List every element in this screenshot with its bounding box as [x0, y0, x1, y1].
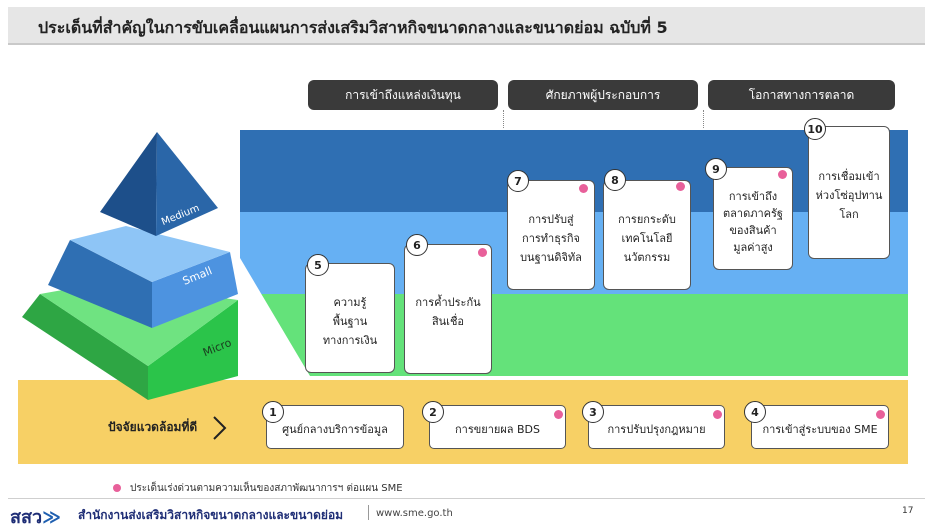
small-left-face: [48, 240, 152, 328]
card-number: 10: [804, 118, 826, 140]
urgent-dot: [778, 170, 787, 179]
card-line: การค้ำประกัน: [415, 296, 481, 309]
card-number: 6: [406, 234, 428, 256]
medium-right-face: [156, 132, 218, 236]
column-divider: [703, 110, 704, 128]
card-line: ห่วงโซ่อุปทาน: [815, 189, 883, 202]
environment-label: ปัจจัยแวดล้อมที่ดี: [108, 420, 198, 434]
title-bar: ประเด็นที่สำคัญในการขับเคลื่อนแผนการส่งเ…: [8, 7, 925, 45]
card-number: 8: [604, 169, 626, 191]
medium-left-face: [100, 132, 157, 236]
card-line: การยกระดับ: [618, 212, 676, 226]
card-line: สินเชื่อ: [431, 315, 465, 328]
urgent-dot: [579, 184, 588, 193]
card-line: การทำธุรกิจ: [522, 231, 580, 245]
small-right-face: [152, 252, 238, 328]
card-line: ของสินค้า: [729, 223, 777, 237]
logo-chevrons-icon: ≫: [42, 507, 61, 526]
card-credit-guarantee: การค้ำประกันสินเชื่อ: [404, 244, 492, 374]
column-divider: [503, 110, 504, 128]
micro-left-face: [22, 294, 148, 400]
card-line: บนฐานดิจิทัล: [520, 250, 582, 264]
card-government-market: การเข้าถึงตลาดภาครัฐของสินค้ามูลค่าสูง: [713, 167, 793, 270]
card-line: การเชื่อมเข้า: [818, 170, 880, 183]
urgent-dot: [676, 182, 685, 191]
env-law-reform: การปรับปรุงกฎหมาย: [588, 405, 725, 449]
urgent-dot: [876, 410, 885, 419]
header-market-opportunity: โอกาสทางการตลาด: [708, 80, 895, 110]
card-number: 7: [507, 170, 529, 192]
page-title: ประเด็นที่สำคัญในการขับเคลื่อนแผนการส่งเ…: [38, 18, 668, 37]
card-number: 5: [307, 254, 329, 276]
env-sme-formalization: การเข้าสู่ระบบของ SME: [751, 405, 889, 449]
card-number: 9: [705, 158, 727, 180]
legend-dot: [113, 484, 121, 492]
urgent-dot: [478, 248, 487, 257]
card-line: การเข้าถึง: [728, 189, 778, 203]
logo-text: สสว: [10, 507, 43, 526]
card-line: ทางการเงิน: [322, 333, 378, 347]
env-number: 2: [422, 401, 444, 423]
osmep-logo: สสว≫: [10, 502, 61, 526]
sme-pyramid: Medium Small Micro: [22, 118, 310, 400]
urgent-dot: [713, 410, 722, 419]
header-entrepreneur-capability: ศักยภาพผู้ประกอบการ: [508, 80, 698, 110]
card-line: พื้นฐาน: [332, 314, 368, 328]
card-line: ตลาดภาครัฐ: [723, 206, 783, 220]
card-line: มูลค่าสูง: [733, 240, 773, 254]
footer-separator: [368, 505, 369, 520]
header-finance-access: การเข้าถึงแหล่งเงินทุน: [308, 80, 498, 110]
footer-divider: [8, 498, 925, 499]
card-line: นวัตกรรม: [623, 250, 671, 264]
card-line: ความรู้: [333, 295, 367, 309]
page-number: 17: [902, 506, 914, 516]
card-line: การปรับสู่: [528, 212, 574, 226]
env-number: 4: [744, 401, 766, 423]
website-link[interactable]: www.sme.go.th: [376, 508, 453, 519]
card-line: โลก: [839, 208, 859, 221]
urgent-dot: [554, 410, 563, 419]
card-digital-transformation: การปรับสู่การทำธุรกิจบนฐานดิจิทัล: [507, 180, 595, 290]
env-number: 3: [582, 401, 604, 423]
micro-right-face: [148, 300, 238, 400]
organization-name: สำนักงานส่งเสริมวิสาหกิจขนาดกลางและขนาดย…: [78, 508, 344, 522]
env-number: 1: [262, 401, 284, 423]
card-global-supply-chain: การเชื่อมเข้าห่วงโซ่อุปทานโลก: [808, 126, 890, 259]
card-technology-innovation: การยกระดับเทคโนโลยีนวัตกรรม: [603, 180, 691, 290]
card-financial-literacy: ความรู้พื้นฐานทางการเงิน: [305, 263, 395, 373]
chevron-right-icon: [213, 416, 227, 440]
env-data-center: ศูนย์กลางบริการข้อมูล: [266, 405, 404, 449]
card-line: เทคโนโลยี: [621, 231, 673, 245]
env-bds-expansion: การขยายผล BDS: [429, 405, 566, 449]
legend-text: ประเด็นเร่งด่วนตามความเห็นของสภาพัฒนาการ…: [130, 483, 403, 494]
small-top-face: [70, 226, 230, 282]
